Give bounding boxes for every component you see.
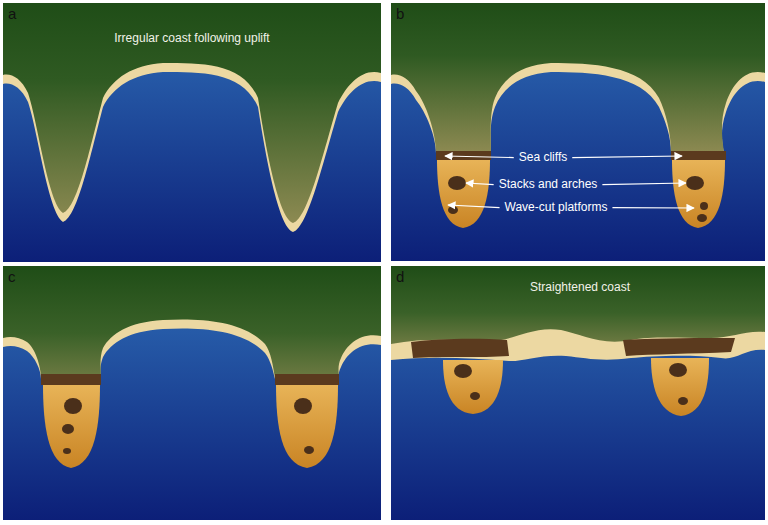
leader-arrow <box>445 156 514 158</box>
feature-label: Sea cliffs <box>519 151 567 164</box>
panel-title: Straightened coast <box>530 281 630 294</box>
panel-d <box>391 266 765 520</box>
feature-label: Wave-cut platforms <box>505 201 608 214</box>
panel-c <box>3 266 381 520</box>
leader-arrow <box>466 183 494 185</box>
panel-letter: c <box>8 269 16 286</box>
feature-label: Stacks and arches <box>499 178 598 191</box>
panel-a <box>3 3 381 262</box>
panel-b <box>391 3 765 261</box>
leader-arrow <box>448 205 500 208</box>
panel-title: Irregular coast following uplift <box>114 32 269 45</box>
panel-letter: a <box>8 6 16 23</box>
leader-arrow <box>612 207 694 209</box>
panel-letter: b <box>396 6 404 23</box>
panel-letter: d <box>396 269 404 286</box>
leader-arrow <box>572 156 682 158</box>
leader-arrow <box>602 183 686 185</box>
